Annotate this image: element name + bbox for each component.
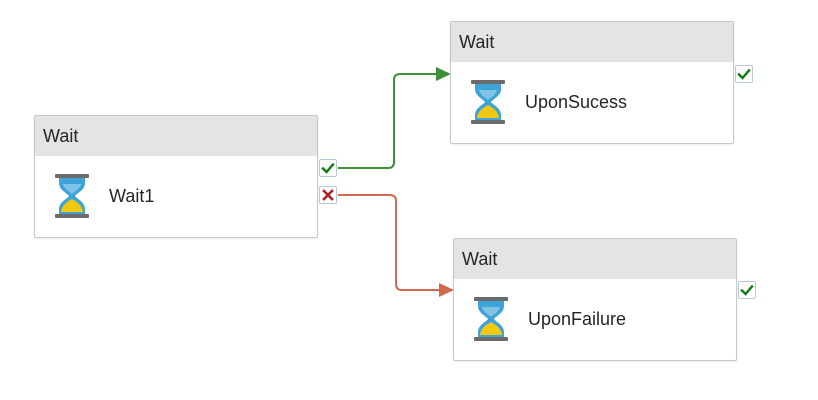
activity-type-label: Wait — [454, 239, 736, 279]
activity-upon-failure[interactable]: Wait UponFailure — [453, 238, 737, 361]
activity-name: Wait1 — [109, 186, 155, 206]
activity-upon-success[interactable]: Wait UponSucess — [450, 21, 734, 144]
success-connector[interactable] — [338, 73, 438, 169]
activity-wait1[interactable]: Wait Wait1 — [34, 115, 318, 238]
failure-arrowhead — [439, 283, 454, 297]
success-arrowhead — [436, 67, 451, 81]
check-icon — [737, 68, 751, 80]
activity-name: UponFailure — [528, 309, 627, 329]
hourglass-icon — [471, 80, 505, 124]
check-icon — [321, 162, 335, 174]
hourglass-icon — [55, 174, 89, 218]
hourglass-icon — [474, 297, 508, 341]
activity-type-label: Wait — [451, 22, 733, 62]
success-port-upon-failure[interactable] — [738, 281, 756, 299]
success-port-upon-success[interactable] — [735, 65, 753, 83]
success-port-wait1[interactable] — [319, 159, 337, 177]
activity-name: UponSucess — [525, 92, 628, 112]
activity-type-label: Wait — [35, 116, 317, 156]
check-icon — [740, 284, 754, 296]
failure-port-wait1[interactable] — [319, 186, 337, 204]
cross-icon — [322, 189, 334, 201]
failure-connector[interactable] — [338, 194, 440, 291]
